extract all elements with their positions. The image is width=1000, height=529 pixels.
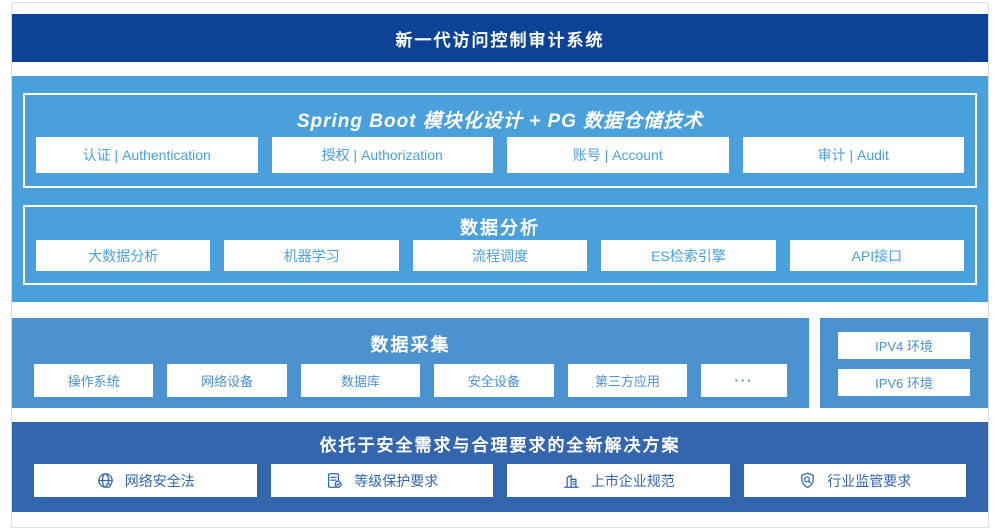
analysis-chip-workflow: 流程调度 — [412, 240, 588, 271]
collection-section: 数据采集 操作系统 网络设备 数据库 安全设备 第三方应用 ··· — [12, 318, 809, 408]
shield-search-icon — [798, 471, 817, 490]
modules-title: Spring Boot 模块化设计 + PG 数据仓储技术 — [296, 111, 704, 132]
analysis-chip-bigdata: 大数据分析 — [36, 240, 211, 271]
platform-section: Spring Boot 模块化设计 + PG 数据仓储技术 认证 | Authe… — [12, 76, 988, 302]
analysis-chip-api: API接口 — [789, 240, 965, 271]
solution-chip-listed-company: 上市企业规范 — [507, 464, 730, 497]
page-title: 新一代访问控制审计系统 — [395, 30, 605, 50]
env-chip-ipv6: IPV6 环境 — [838, 369, 970, 396]
solution-chip-industry-regulation: 行业监管要求 — [743, 464, 966, 497]
solution-title: 依托于安全需求与合理要求的全新解决方案 — [319, 436, 681, 455]
globe-icon — [96, 471, 115, 490]
module-chip-authentication: 认证 | Authentication — [36, 137, 258, 173]
analysis-title: 数据分析 — [460, 218, 540, 238]
solution-section: 依托于安全需求与合理要求的全新解决方案 网络安全法 — [12, 422, 988, 512]
solution-chip-label: 网络安全法 — [124, 472, 195, 489]
collection-chip-thirdparty: 第三方应用 — [567, 364, 688, 397]
collection-chip-security-device: 安全设备 — [434, 364, 554, 397]
collection-row: 操作系统 网络设备 数据库 安全设备 第三方应用 ··· — [34, 364, 787, 397]
document-check-icon — [325, 471, 344, 490]
analysis-chip-ml: 机器学习 — [224, 240, 399, 271]
analysis-box: 数据分析 大数据分析 机器学习 流程调度 ES检索引擎 API接口 — [23, 205, 977, 285]
env-chip-ipv4: IPV4 环境 — [838, 332, 970, 359]
page-frame — [11, 2, 989, 528]
solution-chip-cybersecurity-law: 网络安全法 — [34, 464, 257, 497]
modules-box: Spring Boot 模块化设计 + PG 数据仓储技术 认证 | Authe… — [23, 93, 977, 188]
environment-panel: IPV4 环境 IPV6 环境 — [820, 318, 988, 408]
analysis-row: 大数据分析 机器学习 流程调度 ES检索引擎 API接口 — [36, 240, 965, 271]
analysis-chip-es: ES检索引擎 — [601, 240, 776, 271]
solution-chip-label: 行业监管要求 — [827, 472, 912, 489]
module-chip-audit: 审计 | Audit — [742, 137, 964, 173]
modules-row: 认证 | Authentication 授权 | Authorization 账… — [36, 137, 964, 173]
module-chip-account: 账号 | Account — [507, 137, 729, 173]
solution-row: 网络安全法 等级保护要求 — [34, 464, 966, 497]
solution-chip-classified-protection: 等级保护要求 — [270, 464, 493, 497]
module-chip-authorization: 授权 | Authorization — [271, 137, 493, 173]
collection-chip-os: 操作系统 — [34, 364, 154, 397]
collection-chip-more: ··· — [701, 364, 787, 397]
collection-chip-database: 数据库 — [300, 364, 421, 397]
collection-chip-network-device: 网络设备 — [167, 364, 287, 397]
building-icon — [562, 471, 581, 490]
top-banner: 新一代访问控制审计系统 — [12, 14, 988, 62]
solution-chip-label: 上市企业规范 — [590, 472, 675, 489]
collection-title: 数据采集 — [370, 334, 451, 355]
solution-chip-label: 等级保护要求 — [354, 472, 439, 489]
